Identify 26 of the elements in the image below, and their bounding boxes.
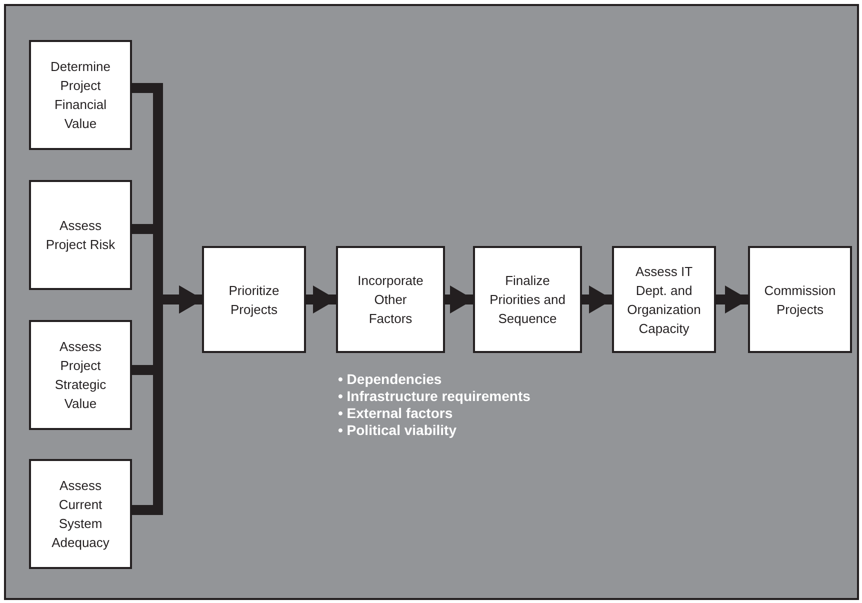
process-box <box>29 40 132 150</box>
box-label: Commission Projects <box>763 282 837 318</box>
process-box <box>748 246 852 353</box>
box-label: Determine Project Financial Value <box>50 58 112 133</box>
process-box <box>612 246 716 353</box>
arrow <box>445 286 474 314</box>
process-box <box>29 180 132 290</box>
process-box <box>473 246 582 353</box>
box-label: Incorporate Other Factors <box>356 272 424 328</box>
box-label: Assess Current System Adequacy <box>50 477 110 552</box>
process-box <box>29 459 132 569</box>
process-box <box>336 246 445 353</box>
bullet-item: • External factors <box>338 405 453 422</box>
box-label: Assess Project Strategic Value <box>54 338 108 413</box>
bullet-item: • Infrastructure requirements <box>338 388 530 405</box>
box-label: Finalize Priorities and Sequence <box>488 272 566 328</box>
bullet-item: • Dependencies <box>338 371 442 388</box>
process-box <box>202 246 306 353</box>
arrow <box>716 286 749 314</box>
box-label: Assess IT Dept. and Organization Capacity <box>626 262 702 338</box>
box-label: Assess Project Risk <box>44 217 116 254</box>
bullet-item: • Political viability <box>338 422 456 439</box>
arrow <box>582 286 613 314</box>
box-label: Prioritize Projects <box>228 282 280 318</box>
arrow <box>306 286 337 314</box>
process-box <box>29 320 132 430</box>
